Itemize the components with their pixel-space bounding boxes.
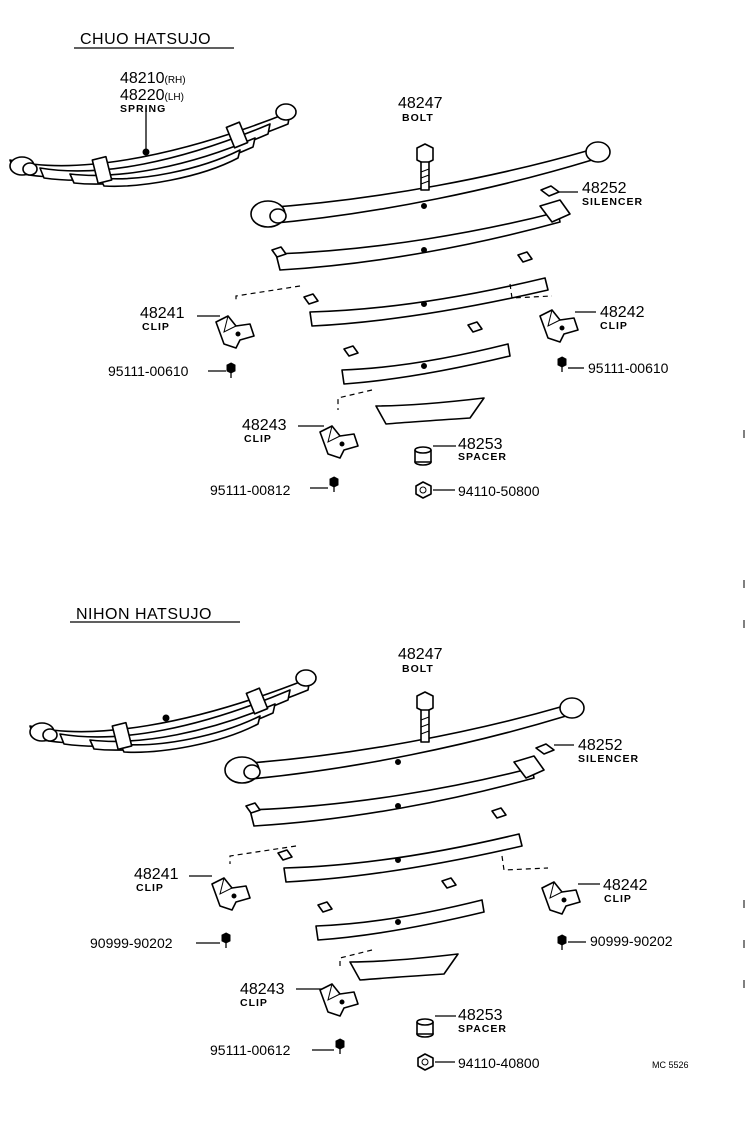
bottom-clip-label: CLIP — [244, 433, 272, 445]
spring-leaves-exploded — [250, 141, 611, 425]
silencer-label: SILENCER — [582, 196, 643, 208]
bottom-clip-part-number: 48243 — [242, 417, 287, 434]
left-clip-part-number: 48241 — [140, 305, 185, 322]
silencer-part-number: 48252 — [578, 737, 623, 754]
bolt-part-number: 48247 — [398, 646, 443, 663]
right-clip-icon — [539, 309, 579, 343]
spring-rh-part-number: 48210(RH) — [120, 70, 186, 87]
right-clip-icon — [541, 881, 581, 915]
silencer-icon — [540, 185, 560, 197]
spring-lh-part-number: 48220(LH) — [120, 87, 184, 104]
bolt-part-number: 48247 — [398, 95, 443, 112]
leaf-spring-assembly — [9, 103, 297, 188]
right-clip-label: CLIP — [604, 893, 632, 905]
bottom-clip-icon — [319, 425, 359, 459]
left-clip-label: CLIP — [136, 882, 164, 894]
right-clip-label: CLIP — [600, 320, 628, 332]
left-screw-part-number: 90999-90202 — [90, 935, 173, 951]
bottom-clip-label: CLIP — [240, 997, 268, 1009]
section-chuo-hatsujo: CHUO HATSUJO 48210(RH) 48220(LH) SPRING … — [9, 31, 669, 499]
nut-part-number: 94110-40800 — [458, 1055, 540, 1071]
silencer-label: SILENCER — [578, 753, 639, 765]
section-title: NIHON HATSUJO — [76, 606, 212, 623]
left-screw-icon — [221, 932, 231, 949]
bottom-screw-icon — [329, 476, 339, 493]
spring-leaves-exploded — [224, 697, 585, 981]
silencer-part-number: 48252 — [582, 180, 627, 197]
right-screw-part-number: 95111-00610 — [588, 360, 669, 376]
right-clip-part-number: 48242 — [600, 304, 645, 321]
diagram-code: MC 5526 — [652, 1060, 689, 1070]
section-nihon-hatsujo: NIHON HATSUJO 48247 BOLT 48252 SILENCER — [29, 606, 673, 1071]
left-clip-label: CLIP — [142, 321, 170, 333]
bolt-icon — [416, 691, 434, 743]
bolt-icon — [416, 143, 434, 191]
spacer-label: SPACER — [458, 451, 507, 463]
spring-label: SPRING — [120, 103, 166, 115]
left-screw-part-number: 95111-00610 — [108, 363, 189, 379]
left-clip-icon — [211, 877, 251, 911]
bottom-screw-icon — [335, 1038, 345, 1055]
bolt-label: BOLT — [402, 663, 434, 675]
left-clip-icon — [215, 315, 255, 349]
right-clip-part-number: 48242 — [603, 877, 648, 894]
left-clip-part-number: 48241 — [134, 866, 179, 883]
bolt-label: BOLT — [402, 112, 434, 124]
bottom-screw-part-number: 95111-00612 — [210, 1042, 291, 1058]
nut-icon — [417, 1053, 434, 1071]
spacer-icon — [416, 1018, 434, 1038]
spacer-icon — [414, 446, 432, 466]
left-screw-icon — [226, 362, 236, 379]
section-title: CHUO HATSUJO — [80, 31, 211, 48]
right-screw-icon — [557, 356, 567, 373]
right-screw-part-number: 90999-90202 — [590, 933, 673, 949]
spacer-label: SPACER — [458, 1023, 507, 1035]
nut-part-number: 94110-50800 — [458, 483, 540, 499]
leaf-spring-assembly — [29, 669, 317, 754]
silencer-icon — [535, 743, 555, 755]
nut-icon — [415, 481, 432, 499]
spacer-part-number: 48253 — [458, 436, 503, 453]
spacer-part-number: 48253 — [458, 1007, 503, 1024]
bottom-clip-part-number: 48243 — [240, 981, 285, 998]
bottom-clip-icon — [319, 983, 359, 1017]
right-screw-icon — [557, 934, 567, 951]
bottom-screw-part-number: 95111-00812 — [210, 482, 291, 498]
